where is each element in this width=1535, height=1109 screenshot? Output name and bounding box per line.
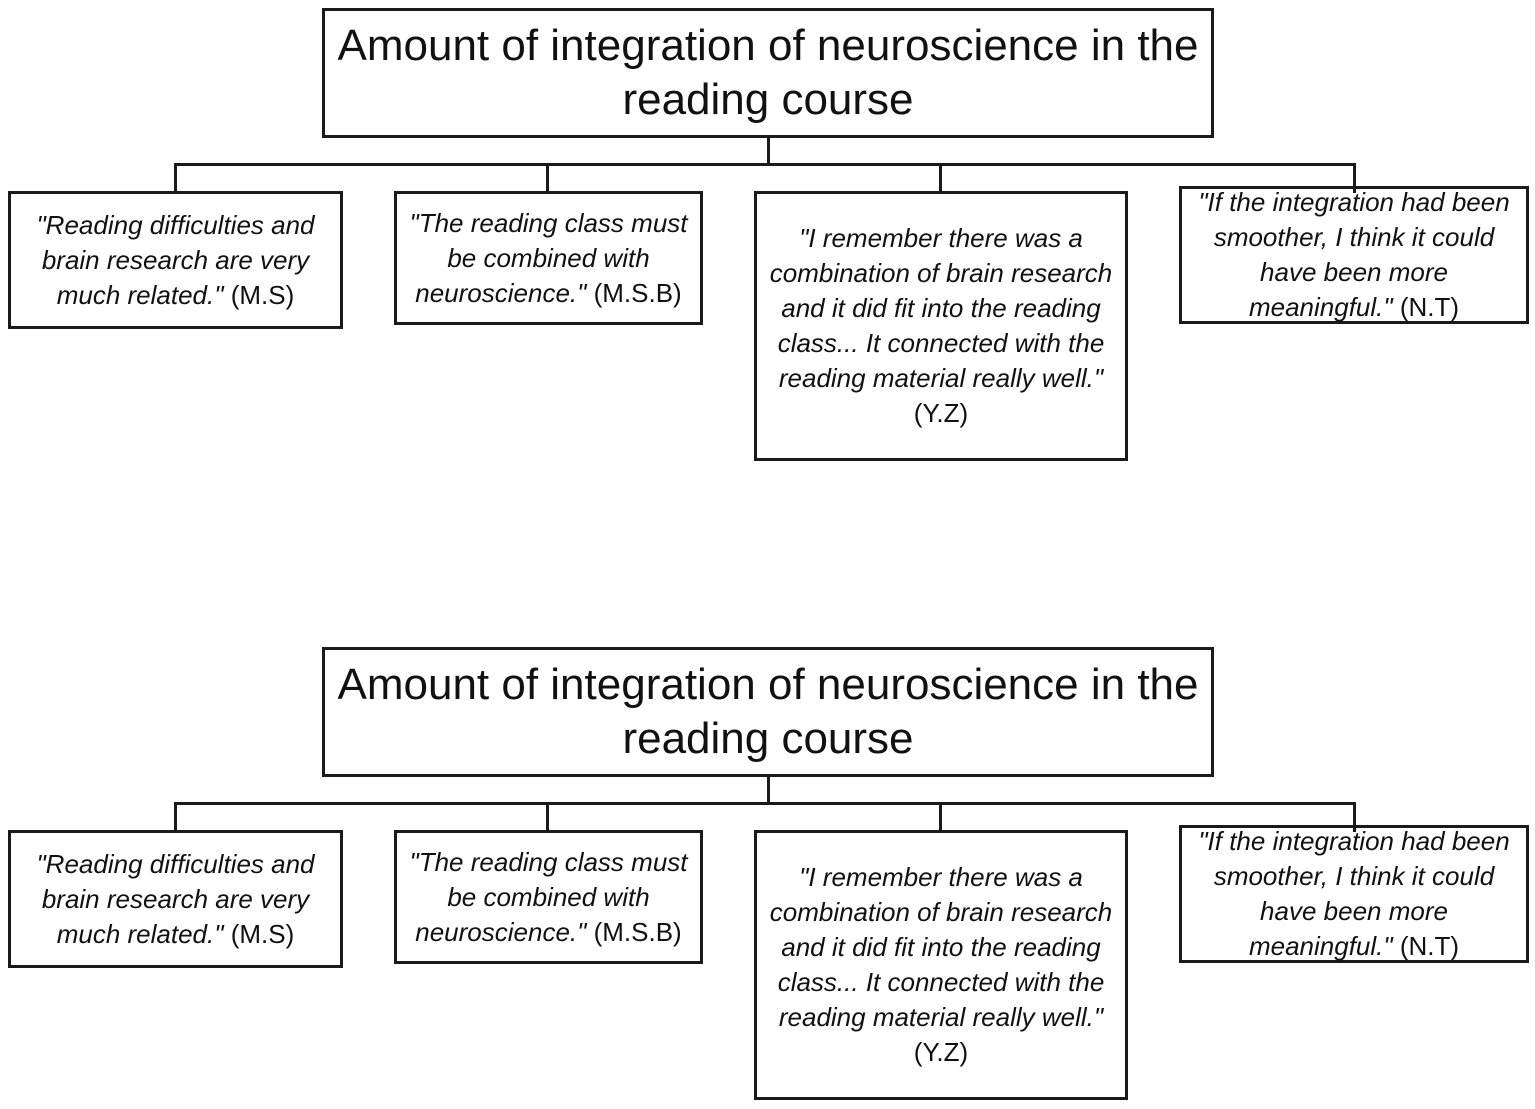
quote-text: "I remember there was a combination of b… [769,223,1113,393]
quote-text: "I remember there was a combination of b… [769,862,1113,1032]
quote-text: "Reading difficulties and brain research… [36,209,315,310]
quote-source: (M.S.B) [593,277,682,308]
root-label: Amount of integration of neuroscience in… [337,21,1199,124]
connector-drop-3 [939,802,942,832]
quote-node-yz: "I remember there was a combination of b… [754,830,1128,1100]
connector-drop-1 [174,802,177,832]
connector-trunk [767,138,770,164]
quote-source: (M.S) [230,918,295,949]
quote-node-yz: "I remember there was a combination of b… [754,191,1128,461]
root-node: Amount of integration of neuroscience in… [322,647,1214,777]
quote-node-nt: "If the integration had been smoother, I… [1179,186,1529,324]
quote-node-ms: "Reading difficulties and brain research… [8,191,343,329]
connector-drop-3 [939,163,942,193]
root-node: Amount of integration of neuroscience in… [322,8,1214,138]
quote-text: "If the integration had been smoother, I… [1198,187,1510,322]
quote-node-nt: "If the integration had been smoother, I… [1179,825,1529,963]
quote-source: (M.S.B) [593,916,682,947]
quote-source: (N.T) [1399,292,1460,322]
quote-text: "The reading class must be combined with… [409,207,688,308]
connector-drop-2 [546,163,549,193]
connector-trunk [767,777,770,803]
quote-text: "If the integration had been smoother, I… [1198,826,1510,961]
connector-drop-4 [1353,163,1356,193]
tree-diagram-2: Amount of integration of neuroscience in… [0,639,1535,1109]
tree-diagram-1: Amount of integration of neuroscience in… [0,0,1535,470]
quote-source: (N.T) [1399,931,1460,961]
quote-source: (Y.Z) [913,1037,969,1067]
connector-bus [174,163,1356,166]
quote-text: "Reading difficulties and brain research… [36,848,315,949]
quote-node-msb: "The reading class must be combined with… [394,191,703,325]
connector-drop-1 [174,163,177,193]
quote-source: (M.S) [230,279,295,310]
quote-node-msb: "The reading class must be combined with… [394,830,703,964]
quote-node-ms: "Reading difficulties and brain research… [8,830,343,968]
connector-drop-4 [1353,802,1356,832]
quote-text: "The reading class must be combined with… [409,846,688,947]
connector-bus [174,802,1356,805]
root-label: Amount of integration of neuroscience in… [337,660,1199,763]
connector-drop-2 [546,802,549,832]
quote-source: (Y.Z) [913,398,969,428]
